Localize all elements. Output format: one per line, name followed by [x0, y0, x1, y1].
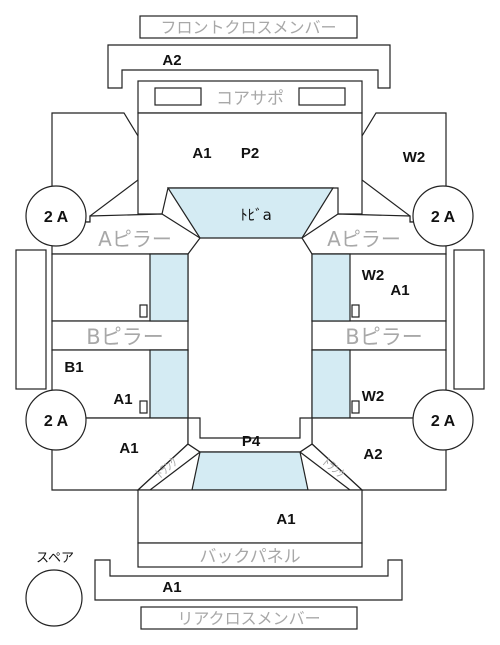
- right-front-door-mark-w: W2: [362, 267, 385, 284]
- back-panel[interactable]: [137, 542, 363, 568]
- left-front-door-handle[interactable]: [139, 304, 148, 318]
- left-b-pillar[interactable]: [51, 320, 189, 351]
- left-rear-door-mark-b: B1: [64, 359, 83, 376]
- spare-label: スペア: [36, 551, 74, 566]
- right-quarter-mark: A2: [363, 446, 382, 463]
- front-cross-member-label: フロントクロスメンバー: [160, 18, 336, 37]
- left-rear-window[interactable]: [149, 349, 189, 419]
- hood-mark-a: A1: [192, 145, 211, 162]
- left-quarter-mark: A1: [119, 440, 138, 457]
- right-front-door-mark-a: A1: [390, 282, 409, 299]
- rear-member[interactable]: [94, 559, 403, 601]
- right-front-wheel-mark: 2 A: [431, 209, 456, 226]
- left-rear-wheel[interactable]: [25, 389, 87, 451]
- right-front-wheel[interactable]: [412, 185, 474, 247]
- spare-tire[interactable]: [25, 569, 83, 627]
- right-rear-wheel[interactable]: [412, 389, 474, 451]
- right-rear-door-mark-w: W2: [362, 388, 385, 405]
- right-front-window[interactable]: [311, 253, 351, 322]
- hood-mark-p: P2: [241, 145, 259, 162]
- windshield-label: ﾄﾋﾞa: [240, 206, 272, 224]
- headlight-left[interactable]: [154, 87, 202, 106]
- rear-cross-member-label: リアクロスメンバー: [177, 609, 320, 628]
- left-rear-door-mark-a: A1: [113, 391, 132, 408]
- front-member[interactable]: [107, 44, 391, 89]
- left-b-pillar-label: Bピラー: [86, 325, 163, 349]
- left-rear-wheel-mark: 2 A: [44, 413, 69, 430]
- left-front-wheel[interactable]: [25, 185, 87, 247]
- front-cross-member[interactable]: [139, 15, 358, 39]
- left-front-wheel-mark: 2 A: [44, 209, 69, 226]
- rear-window[interactable]: [191, 451, 309, 491]
- rear-cross-member[interactable]: [140, 606, 358, 630]
- front-member-mark: A2: [162, 52, 181, 69]
- left-side-sill[interactable]: [15, 249, 47, 390]
- roof-frame-rear[interactable]: [187, 417, 313, 453]
- right-rear-door-handle[interactable]: [351, 400, 360, 414]
- core-support-label: コアサポ: [216, 89, 284, 109]
- right-front-fender-mark: W2: [403, 149, 426, 166]
- right-b-pillar[interactable]: [311, 320, 447, 351]
- right-side-sill[interactable]: [453, 249, 485, 390]
- back-panel-label: バックパネル: [199, 547, 300, 567]
- left-front-window[interactable]: [149, 253, 189, 322]
- right-a-pillar-label: Aピラー: [327, 227, 401, 251]
- trunk-lid[interactable]: [137, 489, 363, 544]
- rear-roof-mark: P4: [242, 433, 261, 450]
- headlight-right[interactable]: [298, 87, 346, 106]
- right-front-door-handle[interactable]: [351, 304, 360, 318]
- left-rear-door-handle[interactable]: [139, 400, 148, 414]
- right-rear-window[interactable]: [311, 349, 351, 419]
- right-rear-wheel-mark: 2 A: [431, 413, 456, 430]
- right-b-pillar-label: Bピラー: [345, 325, 422, 349]
- rear-member-mark: A1: [162, 579, 181, 596]
- left-a-pillar-label: Aピラー: [98, 227, 172, 251]
- trunk-mark: A1: [276, 511, 295, 528]
